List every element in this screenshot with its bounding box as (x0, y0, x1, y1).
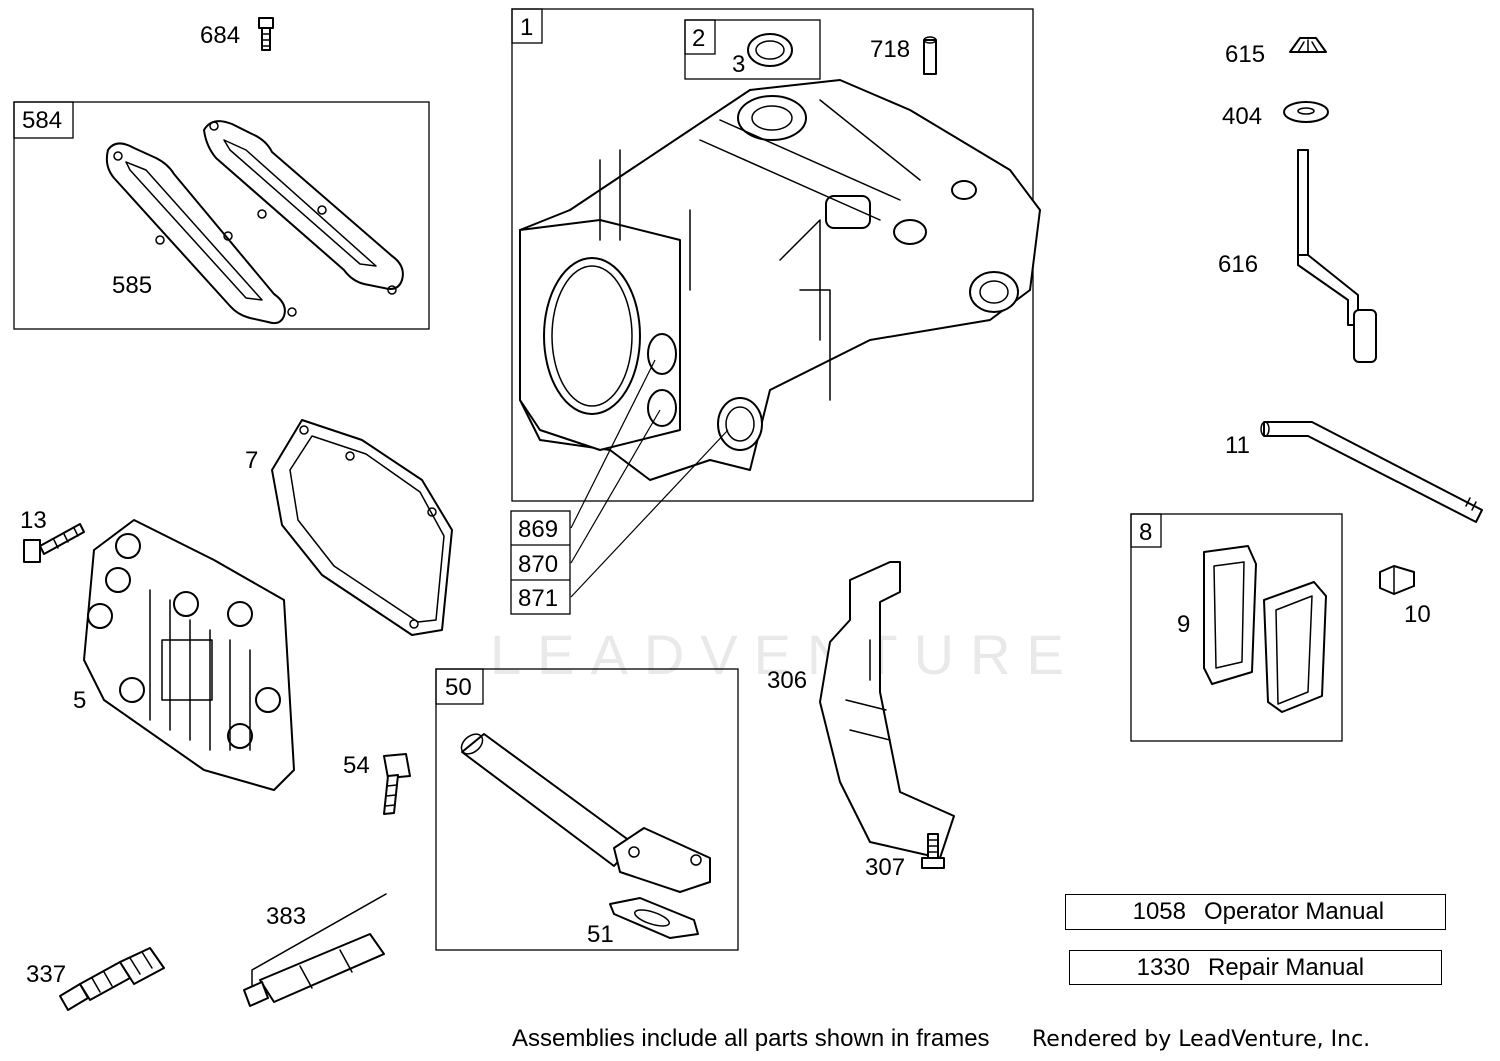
callout-869: 869 (518, 516, 558, 543)
manual-number: 1058 (1132, 898, 1186, 925)
frame-584-tag (13, 101, 74, 139)
leader-870 (570, 409, 661, 564)
callout-51: 51 (587, 921, 614, 948)
part-10-fitting[interactable] (1379, 565, 1415, 595)
callout-11: 11 (1225, 432, 1250, 459)
manual-row-repair[interactable]: 1330 Repair Manual (1069, 950, 1442, 985)
frame-869-871 (510, 510, 571, 615)
part-5-cylinder-head[interactable] (83, 519, 295, 791)
callout-585: 585 (112, 272, 152, 299)
part-616-dipstick[interactable] (1297, 149, 1377, 363)
part-50-intake-tube[interactable] (458, 730, 711, 893)
callout-870: 870 (518, 551, 558, 578)
leadventure-watermark: LEADVENTURE (490, 623, 1080, 686)
part-11-tube[interactable] (1260, 421, 1483, 523)
callout-615: 615 (1225, 41, 1265, 68)
callout-13: 13 (20, 507, 47, 534)
callout-3: 3 (732, 51, 745, 78)
manual-row-operator[interactable]: 1058 Operator Manual (1065, 894, 1446, 930)
leader-869 (570, 359, 656, 529)
frame-8 (1130, 513, 1343, 742)
part-337-spark-plug[interactable] (59, 947, 165, 1011)
frame-8-tag (1130, 513, 1162, 548)
part-306-shield[interactable] (819, 561, 955, 859)
part-1-cylinder-block[interactable] (519, 79, 1041, 481)
assemblies-note: Assemblies include all parts shown in fr… (512, 1025, 990, 1052)
callout-8: 8 (1139, 519, 1152, 546)
part-383-wrench[interactable] (243, 893, 387, 1007)
part-684-bolt[interactable] (258, 17, 274, 51)
callout-584: 584 (22, 107, 62, 134)
part-615-cap[interactable] (1289, 37, 1327, 53)
callout-7: 7 (245, 447, 258, 474)
callout-2: 2 (692, 25, 705, 52)
callout-718: 718 (870, 36, 910, 63)
callout-10: 10 (1404, 601, 1431, 628)
part-404-washer[interactable] (1283, 101, 1329, 123)
manual-title: Repair Manual (1208, 953, 1365, 981)
part-9-gasket[interactable] (1203, 545, 1257, 685)
frame-1-tag (511, 8, 543, 44)
callout-404: 404 (1222, 103, 1262, 130)
callout-337: 337 (26, 961, 66, 988)
part-8-breather[interactable] (1263, 581, 1327, 713)
leader-871 (570, 429, 729, 598)
callout-684: 684 (200, 22, 240, 49)
callout-9: 9 (1177, 611, 1190, 638)
frame-2-tag (684, 19, 716, 55)
callout-1: 1 (520, 14, 533, 41)
callout-383: 383 (266, 903, 306, 930)
frame-50 (435, 668, 739, 951)
frame-50-tag (435, 668, 484, 705)
part-585-gaskets[interactable] (105, 120, 404, 325)
callout-50: 50 (445, 674, 472, 701)
frame-584 (13, 101, 430, 330)
manual-title: Operator Manual (1204, 898, 1385, 925)
callout-616: 616 (1218, 251, 1258, 278)
callout-54: 54 (343, 752, 370, 779)
manual-number: 1330 (1136, 953, 1190, 981)
callout-5: 5 (73, 687, 86, 714)
callout-306: 306 (767, 667, 807, 694)
part-7-head-gasket[interactable] (271, 419, 453, 636)
part-54-bolt[interactable] (383, 753, 411, 815)
part-13-bolt[interactable] (23, 523, 85, 563)
part-307-bolt[interactable] (921, 833, 945, 869)
part-51-gasket[interactable] (609, 897, 699, 939)
part-718-pin[interactable] (923, 36, 937, 75)
callout-307: 307 (865, 854, 905, 881)
callout-871: 871 (518, 585, 558, 612)
rendered-by-credit: Rendered by LeadVenture, Inc. (1032, 1027, 1371, 1052)
part-3-seal[interactable] (747, 33, 793, 67)
